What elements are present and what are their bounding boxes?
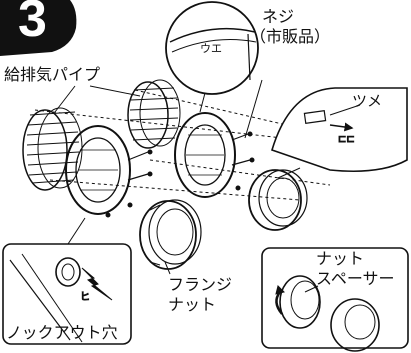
svg-text:⊏⊏: ⊏⊏ [338,134,355,145]
claw-detail-inset: ⊏⊏ [271,87,408,179]
right-flange-plate [174,112,255,198]
knockout-hole-label: ノックアウト穴 [6,323,118,342]
svg-text:ヒ: ヒ [80,291,90,303]
screw-label-line2: （市販品） [250,27,331,46]
left-exhaust-pipe [22,107,83,191]
nut-spacer-label-line1: ナット [316,249,365,268]
nut-spacer-inset [261,247,409,352]
nut-spacer-label-line2: スペーサー [316,269,395,288]
flange-nut-label-line1: フランジ [168,275,233,294]
flange-nut [139,199,202,270]
claw-label: ツメ [352,92,383,110]
top-mark-inset: ウエ [165,1,259,113]
left-flange-plate [65,125,153,218]
center-exhaust-pipe [127,79,181,149]
screw-label-line1: ネジ [262,7,295,26]
label-leaders [54,79,361,293]
exhaust-pipe-label: 給排気パイプ [4,65,101,84]
flange-nut-label-line2: ナット [168,295,217,314]
top-mark-label: ウエ [200,42,222,55]
step-number: 3 [18,0,47,48]
step-badge: 3 [0,0,77,56]
knockout-hole-inset: ヒ [2,217,132,345]
right-nut-spacer [248,169,308,231]
